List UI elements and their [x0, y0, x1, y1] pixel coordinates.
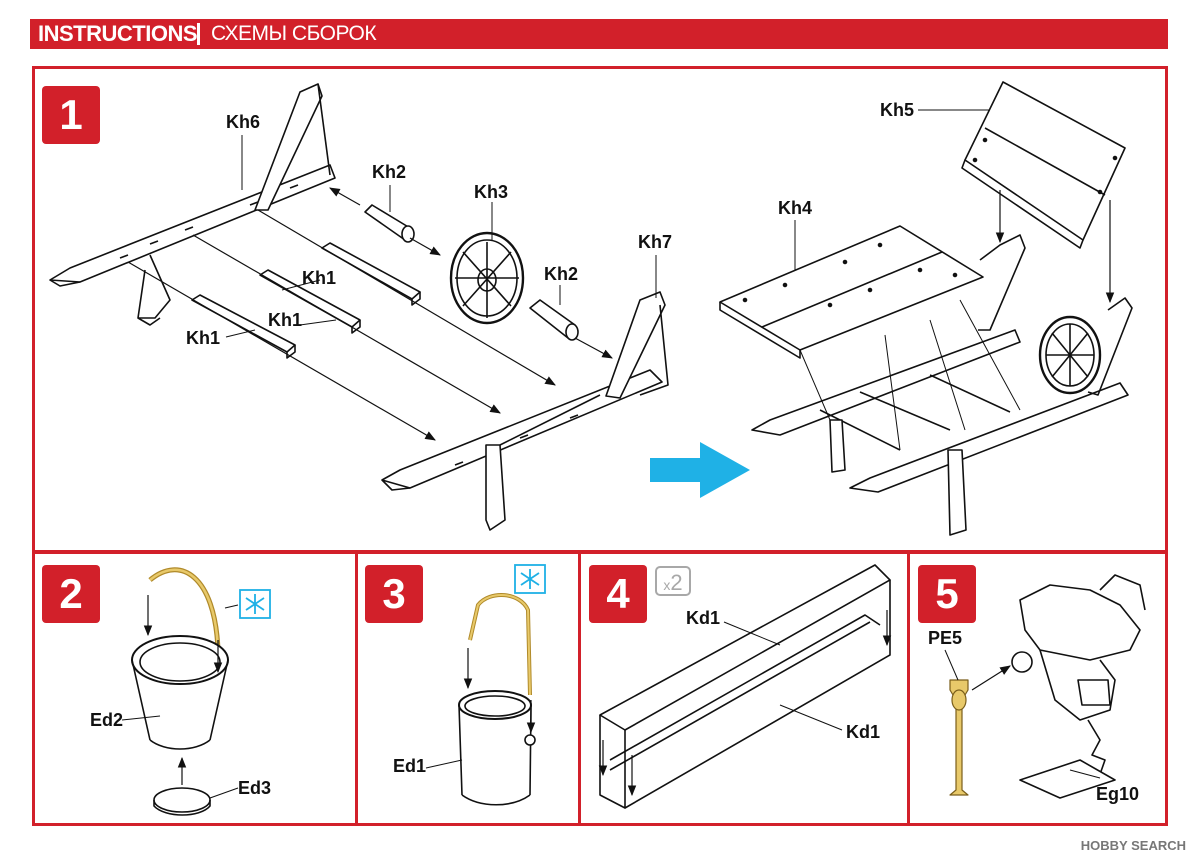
paint-can-assembly	[458, 592, 536, 806]
part-label-kh1: Kh1	[302, 268, 337, 288]
leader-lines-step4	[723, 621, 843, 731]
step-3-badge: 3	[365, 565, 423, 623]
part-label-kh1: Kh1	[268, 310, 303, 330]
trough-assembly	[599, 564, 891, 809]
assembly-arrows-step5	[971, 665, 1011, 691]
step-1-badge: 1	[42, 86, 100, 144]
cart-assembled	[719, 81, 1133, 536]
part-label-kd1: Kd1	[686, 608, 721, 628]
assembly-arrows-step1b	[995, 190, 1115, 304]
cart-frame-left	[49, 83, 669, 531]
part-label-pe5: PE5	[928, 628, 963, 648]
part-label-kh4: Kh4	[778, 198, 813, 218]
crossbar-kh1	[191, 242, 421, 359]
part-label-kh1: Kh1	[186, 328, 221, 348]
axle-and-wheel	[364, 204, 579, 341]
instructions-header: INSTRUCTIONS СХЕМЫ СБОРОК	[30, 19, 1168, 49]
assembly-arrows-step1	[127, 187, 613, 441]
part-label-ed3: Ed3	[238, 778, 272, 798]
snowflake-icon	[239, 589, 271, 619]
part-label-kh2: Kh2	[372, 162, 407, 182]
header-separator	[197, 23, 200, 45]
header-title: INSTRUCTIONS	[38, 21, 198, 46]
bucket-assembly	[131, 567, 229, 816]
step-2-badge: 2	[42, 565, 100, 623]
assembly-arrows-step2	[143, 595, 223, 785]
leader-lines-step5	[944, 649, 1101, 779]
part-label-kh3: Kh3	[474, 182, 509, 202]
assembly-arrows-step4	[598, 610, 892, 797]
assembly-arrows-step3	[463, 648, 536, 734]
part-label-kh5: Kh5	[880, 100, 915, 120]
step-5-panel	[907, 551, 1168, 826]
part-label-eg10: Eg10	[1096, 784, 1140, 804]
leader-lines-step1	[225, 135, 657, 338]
part-label-ed2: Ed2	[90, 710, 124, 730]
part-label-kd1: Kd1	[846, 722, 881, 742]
watermark: HOBBY SEARCH	[1080, 838, 1186, 853]
photo-etch-part	[949, 679, 969, 796]
part-label-kh7: Kh7	[638, 232, 673, 252]
quantity-badge: x2	[655, 566, 691, 596]
part-label-kh6: Kh6	[226, 112, 261, 132]
step-4-badge: 4	[589, 565, 647, 623]
leader-lines-step2	[121, 604, 239, 799]
step-5-badge: 5	[918, 565, 976, 623]
header-subtitle: СХЕМЫ СБОРОК	[211, 22, 377, 45]
part-label-ed1: Ed1	[393, 756, 427, 776]
leader-lines-step1b	[794, 109, 990, 270]
part-label-kh2: Kh2	[544, 264, 579, 284]
bench-vise	[1011, 574, 1146, 799]
assembly-arrow-icon	[650, 442, 750, 498]
snowflake-icon	[514, 564, 546, 594]
